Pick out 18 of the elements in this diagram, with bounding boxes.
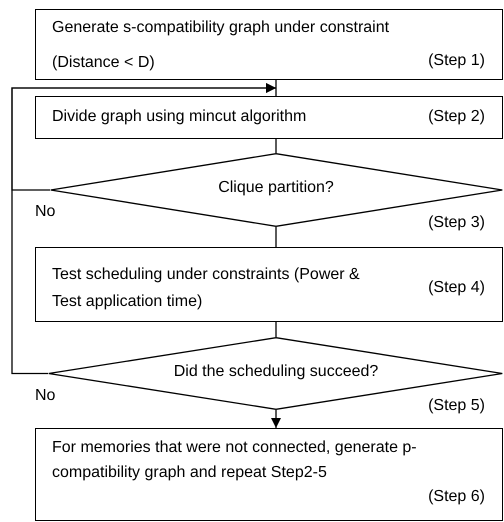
step-label: (Step 5) [428,396,485,416]
process-box [35,9,503,80]
arrow [271,410,281,428]
decision-text: Clique partition? [218,178,334,198]
step-label: (Step 2) [428,107,485,127]
step-description: For memories that were not connected, generate p-compatibility graph and repeat Step2-5 [52,438,418,483]
step-description: Test scheduling under constraints (Power & Test application time) [52,265,361,312]
process-box [35,96,503,139]
step-description: Generate s-compatibility graph under constraint (Distance < D) [52,18,390,73]
process-box [35,247,503,322]
arrow [11,83,276,374]
step-description: Divide graph using mincut algorithm [52,107,308,127]
step-label: (Step 4) [428,278,485,298]
process-box [35,428,503,521]
step-label: (Step 3) [428,213,485,233]
step-label: (Step 6) [428,487,485,507]
step-label: (Step 1) [428,51,485,71]
decision-text: Did the scheduling succeed? [174,362,378,382]
